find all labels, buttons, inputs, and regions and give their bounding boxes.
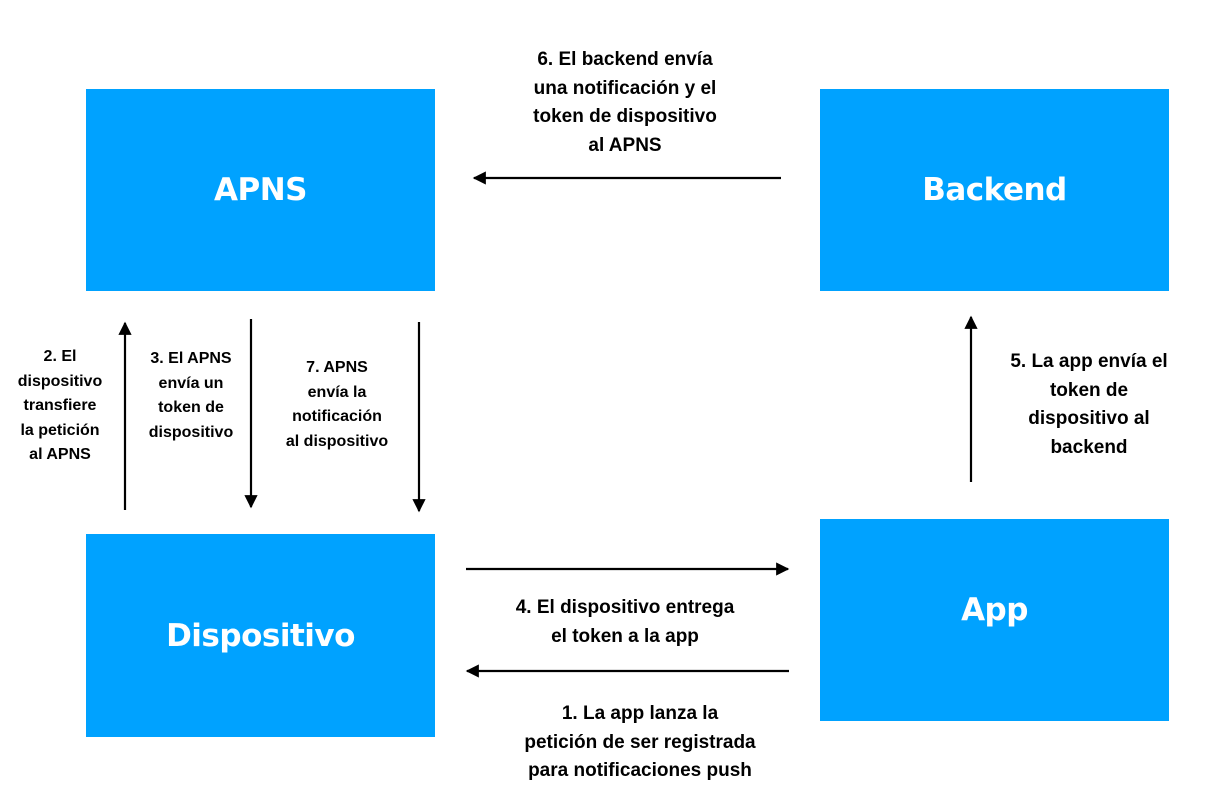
app-node-label: App — [961, 592, 1028, 628]
step-3-label: 3. El APNS envía un token de dispositivo — [148, 350, 234, 441]
step-1-label: 1. La app lanza la petición de ser regis… — [524, 703, 756, 781]
step-6-label: 6. El backend envía una notificación y e… — [533, 49, 717, 156]
apns-node-label: APNS — [214, 172, 307, 208]
dispositivo-node-label: Dispositivo — [166, 617, 355, 654]
dispositivo-node: Dispositivo — [86, 534, 435, 737]
step-5-label: 5. La app envía el token de dispositivo … — [1010, 351, 1168, 458]
app-node: App — [820, 519, 1169, 721]
apns-node: APNS — [86, 89, 435, 291]
step-7-label: 7. APNS envía la notificación al disposi… — [285, 359, 389, 450]
step-2-label: 2. El dispositivo transfiere la petición… — [17, 348, 103, 463]
backend-node: Backend — [820, 89, 1169, 291]
backend-node-label: Backend — [922, 172, 1067, 208]
step-4-label: 4. El dispositivo entrega el token a la … — [515, 597, 735, 647]
